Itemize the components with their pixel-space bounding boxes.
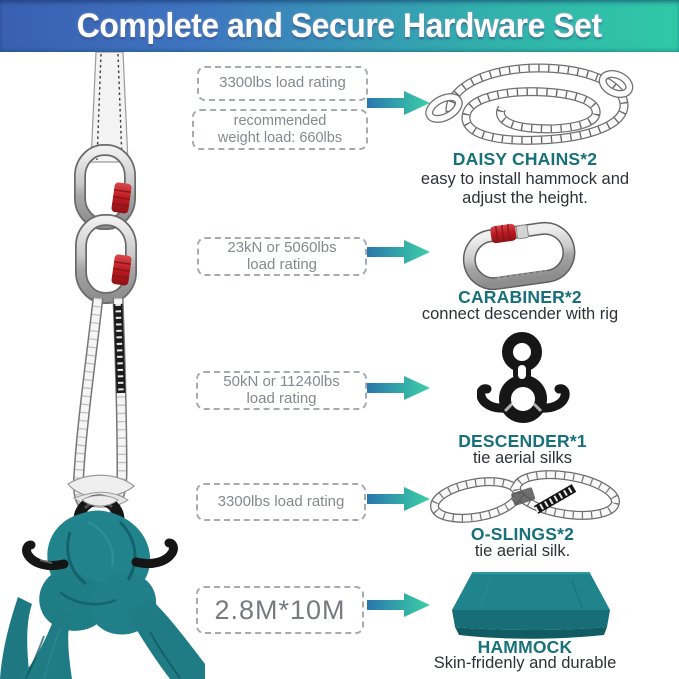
product-label-hammock: HAMMOCK xyxy=(477,637,573,657)
spec-box-carabiner-load: 23kN or 5060lbs load rating xyxy=(197,237,367,276)
product-label-carabiner: CARABINER*2 xyxy=(458,287,582,307)
spec-text: 3300lbs load rating xyxy=(217,492,345,510)
daisy-chain-image xyxy=(425,63,634,145)
product-desc-daisy-chains: easy to install hammock and adjust the h… xyxy=(420,170,630,207)
product-label-o-slings: O-SLINGS*2 xyxy=(470,524,575,544)
spec-box-osling-load: 3300lbs load rating xyxy=(196,483,366,521)
arrow-right-icon xyxy=(367,91,430,115)
spec-box-descender-load: 50kN or 11240lbs load rating xyxy=(196,371,367,410)
spec-text: load rating xyxy=(246,255,318,273)
rig-fabric xyxy=(0,510,205,679)
spec-box-daisy-load: 3300lbs load rating xyxy=(197,66,368,101)
product-desc-hammock: Skin-fridenly and durable xyxy=(433,654,617,672)
header-banner: Complete and Secure Hardware Set xyxy=(0,0,679,52)
carabiner-image xyxy=(462,221,576,291)
page-title: Complete and Secure Hardware Set xyxy=(77,6,602,45)
product-label-descender: DESCENDER*1 xyxy=(458,431,587,451)
spec-box-hammock-size: 2.8M*10M xyxy=(196,586,364,634)
spec-text: weight load: 660lbs xyxy=(217,129,343,146)
arrow-right-icon xyxy=(367,487,430,511)
product-desc-o-slings: tie aerial silk. xyxy=(474,542,571,560)
red-lock-sleeve xyxy=(111,182,132,214)
spec-text: 2.8M*10M xyxy=(214,594,346,625)
rig-photo xyxy=(0,52,205,679)
arrow-right-icon xyxy=(367,240,430,264)
product-label-daisy-chains: DAISY CHAINS*2 xyxy=(452,149,598,169)
o-sling-image xyxy=(430,470,620,523)
product-desc-carabiner: connect descender with rig xyxy=(421,305,619,323)
product-desc-descender: tie aerial silks xyxy=(472,449,573,467)
rig-carabiner-bottom xyxy=(75,214,137,304)
rig-descender-horns xyxy=(22,538,178,571)
red-lock-sleeve xyxy=(111,254,132,286)
spec-text: recommended xyxy=(233,113,327,130)
spec-text: 3300lbs load rating xyxy=(219,74,346,92)
red-lock-sleeve xyxy=(490,223,517,244)
arrow-right-icon xyxy=(367,376,430,400)
spec-text: 50kN or 11240lbs xyxy=(223,372,340,390)
spec-text: 23kN or 5060lbs xyxy=(227,238,337,256)
arrow-right-icon xyxy=(367,593,430,617)
spec-box-daisy-recommended: recommended weight load: 660lbs xyxy=(192,109,368,150)
descender-image xyxy=(477,332,570,423)
hammock-image xyxy=(452,572,610,639)
spec-text: load rating xyxy=(246,389,317,407)
